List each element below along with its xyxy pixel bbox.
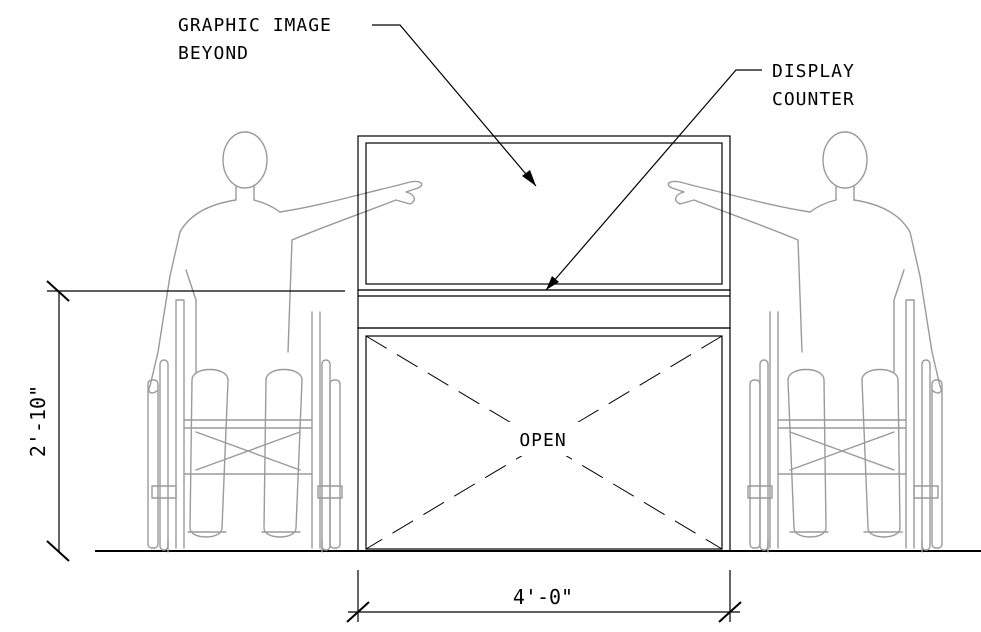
display-counter <box>357 289 731 329</box>
display-counter-label-line2: COUNTER <box>772 89 855 110</box>
height-dimension <box>46 280 345 562</box>
height-dimension-label: 2'-10" <box>26 385 50 457</box>
open-label: OPEN <box>519 430 566 451</box>
graphic-image-label-line2: BEYOND <box>178 43 249 64</box>
display-counter-leader <box>545 69 762 291</box>
graphic-image-leader <box>372 24 537 187</box>
wheelchair-user-left <box>147 131 423 553</box>
open-knee-space <box>357 327 731 552</box>
display-counter-label-line1: DISPLAY <box>772 61 855 82</box>
wheelchair-user-right <box>667 131 943 553</box>
graphic-image-panel <box>357 135 731 291</box>
width-dimension <box>346 570 742 623</box>
width-dimension-label: 4'-0" <box>513 585 573 609</box>
graphic-image-label-line1: GRAPHIC IMAGE <box>178 15 332 36</box>
